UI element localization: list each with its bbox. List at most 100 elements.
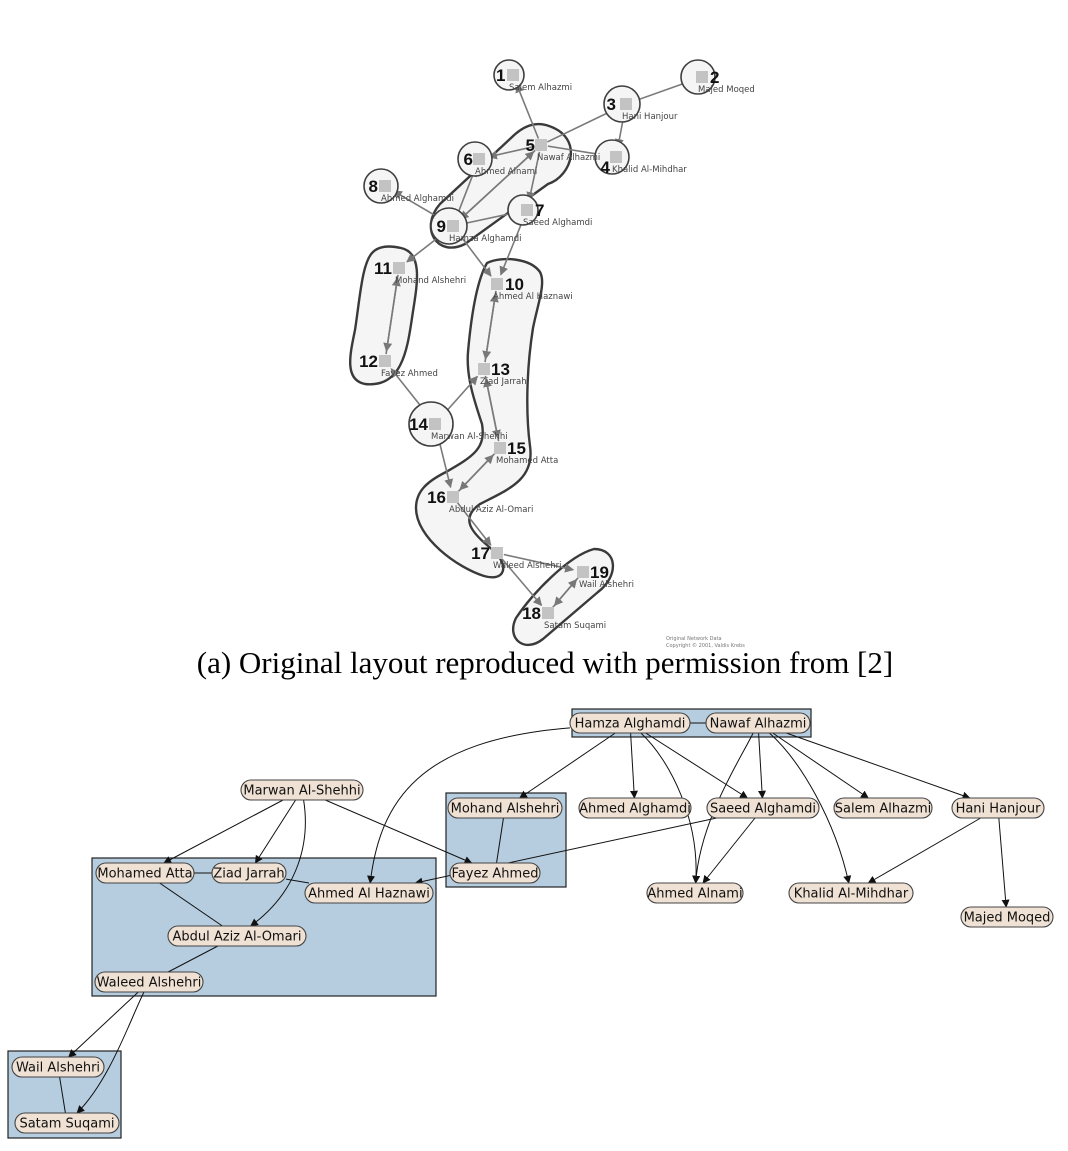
vertex-name: Ahmed Alghamdi bbox=[381, 194, 454, 204]
vertex-marker bbox=[577, 566, 589, 578]
vertex-marker bbox=[507, 69, 519, 81]
vertex-marker bbox=[429, 418, 441, 430]
node-omari: Abdul Aziz Al-Omari bbox=[167, 925, 307, 947]
vertex-marker bbox=[379, 355, 391, 367]
edge-nawaf-alnami bbox=[692, 732, 754, 884]
node-khalid: Khalid Al-Mihdhar bbox=[788, 882, 914, 904]
node-pill bbox=[569, 712, 691, 734]
vertex-number: 2 bbox=[710, 68, 719, 87]
vertex-marker bbox=[478, 363, 490, 375]
node-pill bbox=[447, 797, 563, 819]
vertex-name: Nawaf Alhazmi bbox=[537, 153, 600, 163]
node-label: Satam Suqami bbox=[19, 1117, 114, 1132]
node-pill bbox=[211, 862, 287, 884]
vertex-name: Ahmed Al Haznawi bbox=[493, 292, 573, 302]
vertex-name: Marwan Al-Shehhi bbox=[431, 432, 508, 442]
vertex-name: Satam Suqami bbox=[544, 621, 606, 631]
node-pill bbox=[578, 797, 692, 819]
node-atta: Mohamed Atta bbox=[95, 862, 195, 884]
node-label: Abdul Aziz Al-Omari bbox=[172, 930, 301, 945]
node-haznawi: Ahmed Al Haznawi bbox=[304, 882, 434, 904]
edge-16-to-17 bbox=[456, 502, 492, 546]
edge-hamza-ahmed_alghamdi bbox=[629, 732, 638, 799]
edge-15-to-16 bbox=[459, 452, 496, 491]
vertex-name: Saeed Alghamdi bbox=[523, 218, 592, 228]
vertex-name: Ahmed Alnami bbox=[475, 167, 537, 177]
node-label: Mohand Alshehri bbox=[451, 802, 560, 817]
node-wail: Wail Alshehri bbox=[11, 1056, 105, 1078]
vertex-number: 8 bbox=[369, 177, 378, 196]
edge-hani-khalid bbox=[867, 817, 981, 884]
node-pill bbox=[833, 797, 933, 819]
vertex-marker bbox=[535, 139, 547, 151]
edge-9-to-7 bbox=[459, 209, 519, 226]
vertex-number: 19 bbox=[590, 563, 609, 582]
vertex-marker bbox=[393, 262, 405, 274]
edge-15-to-13 bbox=[483, 377, 500, 442]
vertex-marker bbox=[491, 278, 503, 290]
edge-13-to-10 bbox=[484, 292, 499, 363]
node-majed: Majed Moqed bbox=[960, 906, 1054, 928]
node-ahmed-alghamdi: Ahmed Alghamdi bbox=[578, 797, 692, 819]
edge-waleed-wail bbox=[68, 991, 139, 1058]
vertex-marker bbox=[494, 442, 506, 454]
vertex-marker bbox=[521, 204, 533, 216]
vertex-number: 12 bbox=[359, 352, 378, 371]
vertex-marker bbox=[473, 153, 485, 165]
edge-mohand-fayez bbox=[496, 817, 504, 864]
node-saeed: Saeed Alghamdi bbox=[706, 797, 820, 819]
node-label: Waleed Alshehri bbox=[97, 976, 202, 991]
edge-nawaf-khalid bbox=[769, 732, 852, 884]
vertex-number: 3 bbox=[607, 95, 616, 114]
vertex-name: Mohamed Atta bbox=[496, 456, 558, 466]
vertex-number: 6 bbox=[464, 150, 473, 169]
credit-line-2: Copyright © 2001, Valdis Krebs bbox=[666, 642, 745, 649]
node-pill bbox=[95, 862, 195, 884]
edge-atta-omari bbox=[159, 882, 223, 927]
vertex-marker bbox=[447, 220, 459, 232]
node-label: Hani Hanjour bbox=[956, 802, 1042, 817]
node-label: Hamza Alghamdi bbox=[575, 717, 686, 732]
node-pill bbox=[449, 862, 541, 884]
node-pill bbox=[646, 882, 744, 904]
edges bbox=[59, 722, 1010, 1114]
vertex-name: Fayez Ahmed bbox=[381, 369, 438, 379]
node-hamza: Hamza Alghamdi bbox=[569, 712, 691, 734]
edge-5-to-3 bbox=[546, 107, 618, 143]
edge-17-to-18 bbox=[500, 557, 543, 607]
vertex-name: Hamza Alghamdi bbox=[449, 234, 521, 244]
vertex-number: 1 bbox=[496, 66, 505, 85]
vertex-marker bbox=[696, 71, 708, 83]
vertex-name: Abdul Aziz Al-Omari bbox=[449, 505, 533, 515]
vertex-number: 15 bbox=[507, 439, 526, 458]
edge-marwan-atta bbox=[163, 799, 284, 864]
vertex-name: Khalid Al-Mihdhar bbox=[612, 165, 687, 175]
vertex-number: 17 bbox=[471, 544, 490, 563]
edge-5-to-7 bbox=[526, 151, 541, 202]
vertex-number: 13 bbox=[491, 360, 510, 379]
node-label: Wail Alshehri bbox=[16, 1061, 100, 1076]
node-ziad: Ziad Jarrah bbox=[211, 862, 287, 884]
vertex-number: 9 bbox=[437, 217, 446, 236]
edge-nawaf-saeed bbox=[757, 732, 766, 799]
node-salem: Salem Alhazmi bbox=[833, 797, 933, 819]
edge-5-to-1 bbox=[515, 83, 540, 139]
edge-17-to-19 bbox=[503, 553, 575, 573]
edge-9-to-10 bbox=[456, 231, 492, 277]
vertex-number: 5 bbox=[526, 136, 535, 155]
vertex-number: 14 bbox=[409, 415, 428, 434]
node-waleed: Waleed Alshehri bbox=[94, 971, 204, 993]
